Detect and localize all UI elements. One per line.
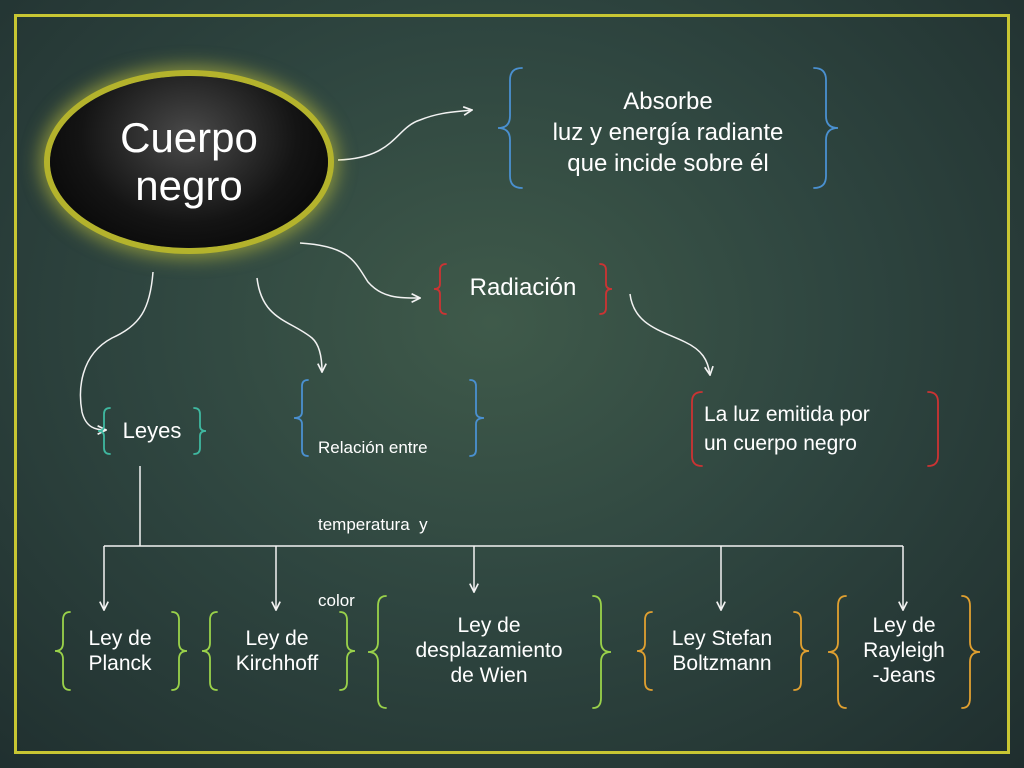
relacion-line-3: color <box>318 591 355 610</box>
brace-kirchhoff-right <box>339 611 356 691</box>
wien-line-3: de Wien <box>450 664 528 688</box>
brace-kirchhoff-left <box>201 611 218 691</box>
wien-line-2: desplazamiento <box>415 639 563 663</box>
leaf-ley-wien: Ley de desplazamiento de Wien <box>386 613 592 689</box>
node-radiacion: Radiación <box>448 274 598 303</box>
rayleigh-line-2: Rayleigh <box>863 639 945 663</box>
leaf-ley-planck: Ley de Planck <box>70 626 170 676</box>
brace-stefan-left <box>636 611 653 691</box>
rayleigh-line-1: Ley de <box>872 614 936 637</box>
leaf-ley-kirchhoff: Ley de Kirchhoff <box>216 626 338 676</box>
root-node-cuerpo-negro: Cuerpo negro <box>50 76 328 248</box>
stefan-line-1: Ley Stefan <box>671 627 773 650</box>
brace-radiacion-right <box>599 263 613 315</box>
arrow-root-to-radiacion <box>299 242 420 298</box>
node-luz-emitida: La luz emitida por un cuerpo negro <box>704 400 926 459</box>
arrow-root-to-absorbe <box>337 110 472 161</box>
relacion-line-1: Relación entre <box>318 438 428 457</box>
planck-line-2: Planck <box>88 652 152 676</box>
wien-line-1: Ley de <box>457 614 521 637</box>
arrow-root-to-leyes <box>79 271 154 430</box>
leyes-label: Leyes <box>122 418 182 443</box>
absorbe-line-2: luz y energía radiante <box>552 119 784 147</box>
arrow-root-to-relacion <box>256 277 322 372</box>
node-absorbe: Absorbe luz y energía radiante que incid… <box>520 86 816 180</box>
brace-planck-right <box>171 611 188 691</box>
planck-line-1: Ley de <box>88 627 152 650</box>
brace-wien-right <box>592 595 612 709</box>
radiacion-label: Radiación <box>469 274 577 301</box>
relacion-line-2: temperatura y <box>318 514 428 534</box>
brace-planck-left <box>54 611 71 691</box>
brace-wien-left <box>367 595 387 709</box>
kirchhoff-line-2: Kirchhoff <box>235 652 319 676</box>
absorbe-line-1: Absorbe <box>623 88 713 115</box>
leaf-ley-stefan-boltzmann: Ley Stefan Boltzmann <box>652 626 792 676</box>
brace-radiacion-left <box>433 263 447 315</box>
slide-frame <box>14 14 1010 754</box>
brace-luz-right <box>927 391 939 467</box>
brace-leyes-left <box>97 407 111 455</box>
brace-relacion-right <box>469 379 485 457</box>
node-leyes: Leyes <box>110 418 194 444</box>
brace-luz-left <box>691 391 703 467</box>
brace-absorbe-right <box>813 67 839 189</box>
root-line-2: negro <box>135 162 243 209</box>
root-line-1: Cuerpo <box>120 114 258 162</box>
kirchhoff-line-1: Ley de <box>245 627 309 650</box>
stefan-line-2: Boltzmann <box>672 652 772 676</box>
node-relacion: Relación entre temperatura y color <box>318 384 470 639</box>
brace-relacion-left <box>293 379 309 457</box>
brace-rayleigh-right <box>961 595 981 709</box>
brace-rayleigh-left <box>827 595 847 709</box>
brace-absorbe-left <box>497 67 523 189</box>
leaf-ley-rayleigh-jeans: Ley de Rayleigh -Jeans <box>846 613 962 689</box>
luz-line-1: La luz emitida por <box>704 403 870 426</box>
luz-line-2: un cuerpo negro <box>704 432 857 456</box>
rayleigh-line-3: -Jeans <box>872 664 936 688</box>
absorbe-line-3: que incide sobre él <box>567 150 769 178</box>
brace-leyes-right <box>193 407 207 455</box>
arrow-radiacion-to-luz <box>629 293 710 375</box>
brace-stefan-right <box>793 611 810 691</box>
